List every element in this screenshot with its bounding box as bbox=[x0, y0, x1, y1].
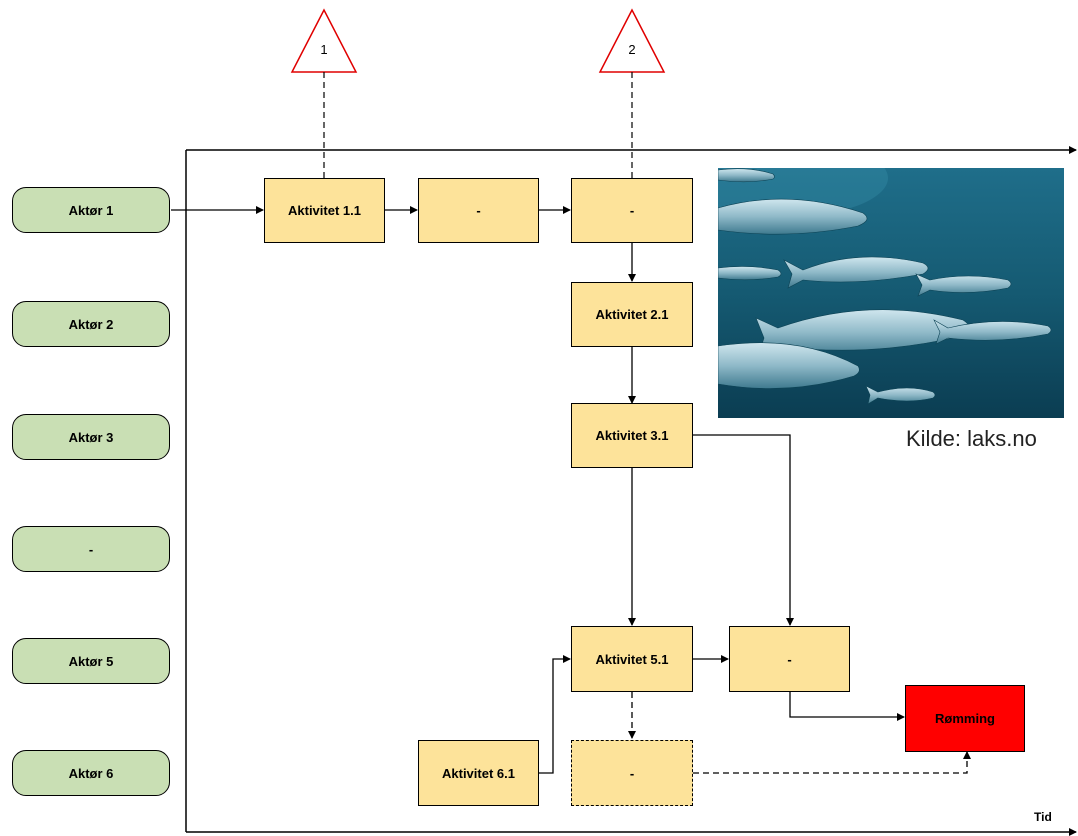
activity-1-3: - bbox=[571, 178, 693, 243]
triangle-2-label: 2 bbox=[628, 42, 636, 57]
actor-5: Aktør 5 bbox=[12, 638, 170, 684]
photo-caption: Kilde: laks.no bbox=[906, 426, 1037, 451]
actor-3: Aktør 3 bbox=[12, 414, 170, 460]
activity-2-1: Aktivitet 2.1 bbox=[571, 282, 693, 347]
activity-5-2: - bbox=[729, 626, 850, 692]
triangle-2 bbox=[598, 8, 666, 73]
actor-2: Aktør 2 bbox=[12, 301, 170, 347]
outcome-escape: Rømming bbox=[905, 685, 1025, 752]
triangle-1-label: 1 bbox=[320, 42, 328, 57]
activity-3-1: Aktivitet 3.1 bbox=[571, 403, 693, 468]
time-axis bbox=[185, 146, 1077, 836]
triangle-1 bbox=[290, 8, 358, 73]
time-axis-label: Tid bbox=[1034, 810, 1052, 824]
salmon-photo bbox=[718, 168, 1064, 418]
dashed-arrows bbox=[628, 692, 971, 774]
actor-4: - bbox=[12, 526, 170, 572]
activity-6-2: - bbox=[571, 740, 693, 806]
flow-arrows bbox=[171, 206, 905, 774]
activity-5-1: Aktivitet 5.1 bbox=[571, 626, 693, 692]
activity-6-1: Aktivitet 6.1 bbox=[418, 740, 539, 806]
activity-1-2: - bbox=[418, 178, 539, 243]
activity-1-1: Aktivitet 1.1 bbox=[264, 178, 385, 243]
actor-6: Aktør 6 bbox=[12, 750, 170, 796]
actor-1: Aktør 1 bbox=[12, 187, 170, 233]
